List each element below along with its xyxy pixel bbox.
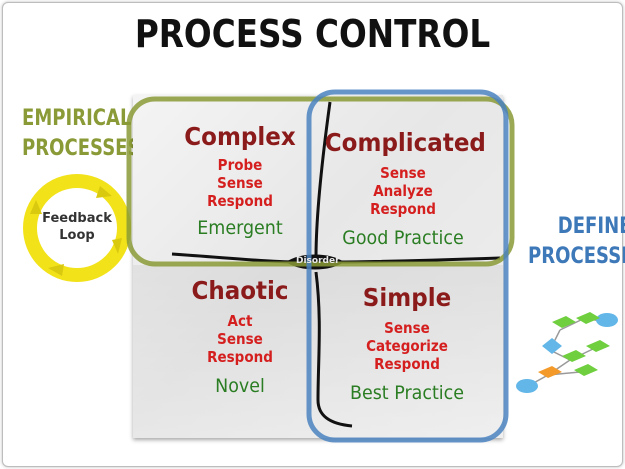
quadrant-simple-practice: Best Practice: [349, 382, 465, 404]
complicated-step-2: Analyze: [373, 182, 433, 200]
complex-step-2: Sense: [217, 174, 263, 192]
quadrant-complicated-name: Complicated: [324, 128, 486, 157]
quadrant-chaotic-name: Chaotic: [191, 276, 289, 305]
complicated-step-1: Sense: [380, 164, 426, 182]
quadrant-chaotic-steps: Act Sense Respond: [168, 312, 312, 366]
quadrant-simple: Simple Sense Categorize Respond Best Pra…: [322, 283, 492, 405]
defined-processes-label: DEFINED PROCESSES: [528, 212, 625, 272]
chaotic-step-2: Sense: [217, 330, 263, 348]
complex-step-1: Probe: [217, 156, 263, 174]
complex-step-3: Respond: [207, 192, 273, 210]
feedback-loop-label: Feedback Loop: [37, 210, 117, 244]
quadrant-complex-name: Complex: [184, 122, 296, 151]
empirical-line2: PROCESSES: [22, 136, 141, 161]
complicated-step-3: Respond: [370, 200, 436, 218]
defined-line1: DEFINED: [557, 214, 625, 239]
simple-step-2: Categorize: [366, 337, 448, 355]
quadrant-simple-name: Simple: [362, 283, 452, 312]
simple-step-3: Respond: [374, 355, 440, 373]
quadrant-simple-steps: Sense Categorize Respond: [331, 319, 484, 373]
chaotic-step-3: Respond: [207, 348, 273, 366]
quadrant-chaotic-practice: Novel: [215, 375, 265, 397]
quadrant-complicated-steps: Sense Analyze Respond: [327, 164, 480, 218]
disorder-label: Disorder: [296, 256, 340, 266]
feedback-line2: Loop: [59, 228, 95, 243]
chaotic-step-1: Act: [227, 312, 253, 330]
page-title: PROCESS CONTROL: [134, 12, 491, 56]
defined-line2: PROCESSES: [528, 244, 625, 269]
simple-step-1: Sense: [384, 319, 430, 337]
quadrant-complicated-practice: Good Practice: [342, 227, 464, 249]
quadrant-complex-steps: Probe Sense Respond: [168, 156, 312, 210]
quadrant-complex-practice: Emergent: [197, 217, 283, 239]
quadrant-complicated: Complicated Sense Analyze Respond Good P…: [318, 128, 488, 250]
empirical-line1: EMPIRICAL: [22, 106, 132, 131]
quadrant-complex: Complex Probe Sense Respond Emergent: [160, 122, 320, 240]
quadrant-chaotic: Chaotic Act Sense Respond Novel: [160, 276, 320, 398]
empirical-processes-label: EMPIRICAL PROCESSES: [22, 104, 141, 164]
feedback-line1: Feedback: [42, 211, 112, 226]
